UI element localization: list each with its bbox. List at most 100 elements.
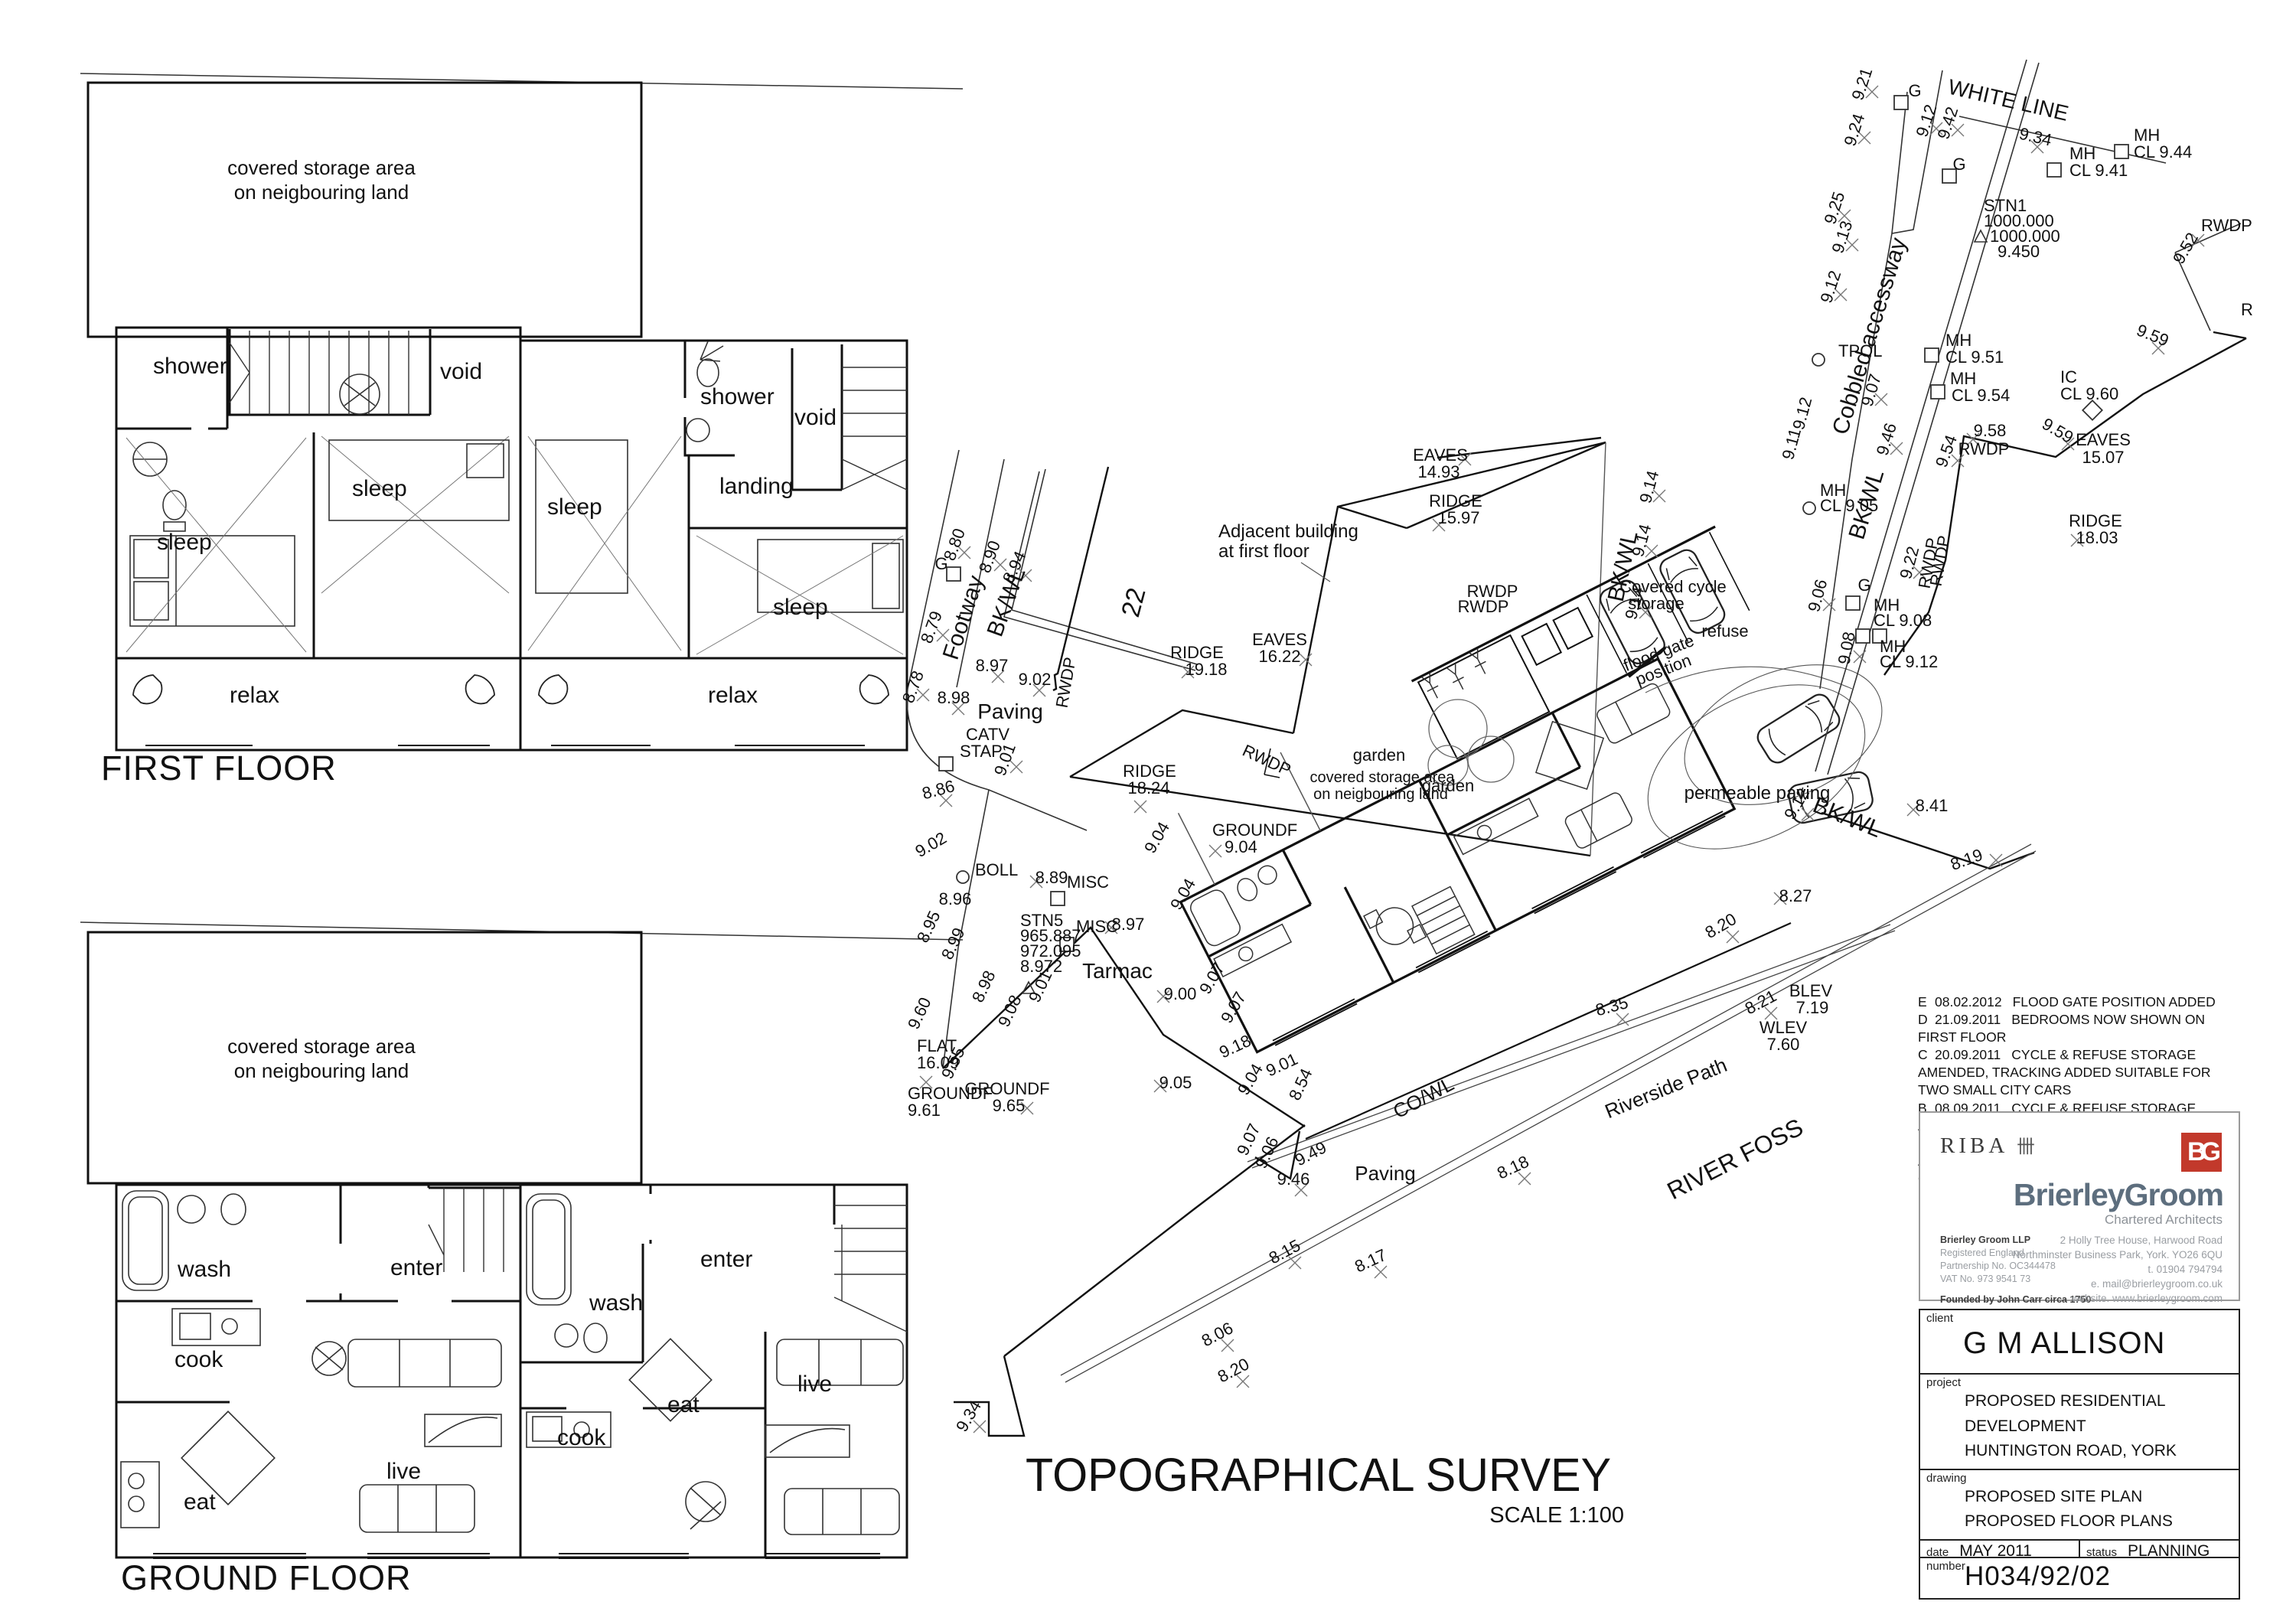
survey-label: at first floor — [1218, 541, 1309, 562]
survey-label: 9.05 — [1159, 1073, 1192, 1092]
survey-label: MH — [2069, 144, 2095, 163]
survey-label: 965.887 — [1020, 926, 1081, 945]
survey-label: EAVES — [1413, 445, 1468, 465]
survey-mark-x — [1951, 123, 1965, 137]
survey-label: MH — [1880, 637, 1906, 656]
survey-label: 8.20 — [1701, 909, 1740, 942]
survey-mark-x — [1288, 1256, 1302, 1270]
survey-label: STN1 — [1984, 196, 2027, 215]
survey-label: 8.98 — [968, 967, 1000, 1005]
ground-floor-plan: covered storage area on neigbouring land — [80, 921, 964, 1559]
survey-marks — [916, 85, 2205, 1433]
drawing-row: drawing PROPOSED SITE PLAN PROPOSED FLOO… — [1920, 1470, 2239, 1541]
survey-label: 8.18 — [1494, 1152, 1531, 1183]
survey-label: G — [934, 554, 947, 573]
survey-mark-x — [1951, 454, 1965, 468]
survey-label: 9.52 — [2169, 229, 2202, 267]
survey-label: 9.60 — [904, 994, 935, 1032]
survey-label: 9.08 — [994, 992, 1026, 1029]
survey-mark-x — [1208, 844, 1222, 858]
survey-label: CL 9.12 — [1880, 652, 1938, 671]
client-row: client G M ALLISON — [1920, 1310, 2239, 1375]
survey-label: STAP — [960, 742, 1003, 761]
survey-mark-tri — [1973, 229, 1988, 243]
survey-mark-sq — [1855, 628, 1870, 644]
survey-label: 16.22 — [1258, 647, 1300, 666]
survey-label: permeable paving — [1684, 783, 1831, 804]
main-title-scale: SCALE 1:100 — [1489, 1503, 1624, 1528]
survey-mark-x — [936, 628, 950, 642]
survey-mark-x — [1432, 518, 1446, 532]
survey-mark-sq — [2114, 144, 2129, 159]
survey-label: 22 — [1116, 585, 1151, 620]
survey-label: G — [1952, 155, 1965, 174]
survey-label: BLEV — [1789, 981, 1833, 1000]
survey-mark-x — [1518, 1172, 1531, 1186]
survey-mark-x — [1639, 605, 1652, 619]
survey-label: 9.58 — [1974, 421, 2007, 440]
survey-label: GROUNDF — [908, 1084, 993, 1103]
survey-mark-x — [1020, 1101, 1034, 1115]
survey-label: RWDP — [1052, 656, 1080, 709]
survey-mark-x — [1652, 489, 1666, 503]
firm-contact: 2 Holly Tree House, Harwood Road Northmi… — [2012, 1235, 2223, 1304]
survey-label: 9.04 — [1234, 1060, 1267, 1098]
survey-label: 9.65 — [993, 1096, 1026, 1115]
survey-label: MH — [1820, 481, 1846, 500]
survey-label: 9.00 — [1164, 984, 1197, 1003]
survey-mark-x — [957, 546, 971, 559]
survey-mark-sq — [1924, 347, 1939, 363]
survey-label: 9.06 — [1804, 577, 1831, 614]
survey-label: Paving — [1355, 1162, 1416, 1185]
storage-note: covered storage area — [227, 156, 416, 179]
survey-label: EAVES — [1252, 630, 1307, 649]
survey-label: 19.18 — [1185, 660, 1227, 679]
survey-label: R — [2241, 300, 2253, 319]
room-label: live — [797, 1371, 832, 1397]
room-label: relax — [708, 683, 758, 708]
room-label: live — [386, 1459, 421, 1484]
survey-label: 15.97 — [1437, 508, 1479, 527]
survey-label: 8.20 — [1215, 1354, 1253, 1386]
room-label: enter — [700, 1247, 752, 1272]
survey-label: 8.35 — [1593, 993, 1630, 1019]
room-label: sleep — [773, 595, 828, 620]
survey-label: 15.07 — [2082, 448, 2124, 467]
survey-label: 9.12 — [1789, 395, 1815, 432]
survey-mark-x — [1019, 569, 1032, 582]
survey-mark-x — [1032, 683, 1046, 697]
survey-label: 9.07 — [1195, 959, 1228, 997]
survey-label: Covered cycle — [1619, 577, 1726, 596]
survey-label: RWDP — [1240, 741, 1294, 780]
survey-mark-x — [1838, 209, 1851, 223]
room-label: wash — [589, 1290, 643, 1316]
survey-label: RWDP — [2201, 216, 2252, 235]
survey-label: RWDP — [1467, 582, 1518, 601]
survey-label: CATV — [966, 725, 1009, 744]
survey-mark-x — [1913, 566, 1926, 579]
survey-label: CL 9.08 — [1874, 611, 1932, 630]
first-floor-plan: covered storage area on neigbouring land — [80, 73, 964, 752]
room-label: shower — [153, 354, 227, 379]
survey-mark-sq — [1872, 628, 1887, 644]
survey-label: 9.34 — [2017, 124, 2053, 150]
survey-label: RWDP — [1958, 439, 2010, 458]
survey-label: 9.54 — [1932, 432, 1961, 470]
riba-crest-icon: 卌 — [2016, 1137, 2035, 1157]
survey-mark-x — [1299, 653, 1313, 667]
ground-floor-title: GROUND FLOOR — [121, 1558, 412, 1597]
survey-mark-x — [951, 702, 965, 716]
survey-label: 18.24 — [1127, 778, 1169, 797]
survey-label: 8.97 — [1112, 915, 1145, 934]
survey-label: 8.98 — [938, 688, 970, 707]
survey-mark-x — [1773, 892, 1787, 905]
survey-label: 9.08 — [1835, 630, 1859, 666]
survey-mark-x — [973, 1420, 987, 1433]
drawing-number-box: number H034/92/02 — [1919, 1557, 2240, 1600]
survey-label: IC — [2060, 367, 2077, 386]
survey-mark-x — [1834, 288, 1848, 302]
survey-mark-sq — [1893, 95, 1909, 110]
